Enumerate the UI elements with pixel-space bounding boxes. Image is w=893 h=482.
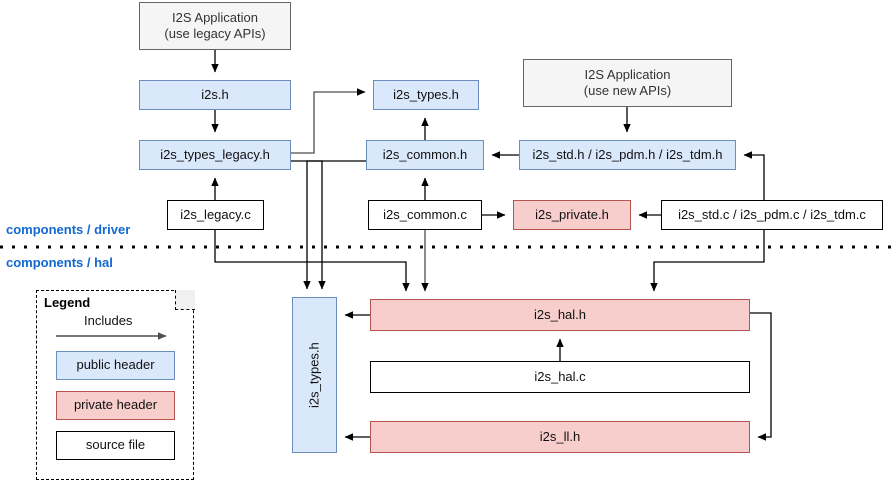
- node-i2s-hal-h-label: i2s_hal.h: [533, 306, 587, 322]
- node-i2s-types-h-top-label: i2s_types.h: [393, 86, 459, 102]
- node-i2s-types-h-top: i2s_types.h: [373, 80, 479, 110]
- node-i2s-hal-c: i2s_hal.c: [370, 361, 750, 393]
- node-i2s-common-h-label: i2s_common.h: [382, 146, 468, 162]
- node-i2s-types-legacy-h: i2s_types_legacy.h: [139, 140, 291, 170]
- node-i2s-hal-h: i2s_hal.h: [370, 299, 750, 331]
- node-i2s-ll-h-label: i2s_ll.h: [539, 428, 581, 444]
- node-i2s-private-h-label: i2s_private.h: [535, 206, 609, 222]
- node-app-new: I2S Application (use new APIs): [523, 59, 732, 107]
- edge-hal-h-to-ll-h: [750, 312, 772, 441]
- node-i2s-common-c-label: i2s_common.c: [383, 206, 467, 222]
- legend-swatch-private-header-label: private header: [73, 397, 158, 413]
- node-i2s-hal-c-label: i2s_hal.c: [534, 368, 586, 384]
- legend-swatch-private-header: private header: [56, 391, 175, 420]
- legend-swatch-source-file: source file: [56, 431, 175, 460]
- legend-swatch-source-file-label: source file: [85, 437, 146, 453]
- legend-arrow-label: Includes: [84, 313, 133, 328]
- legend-title: Legend: [44, 295, 91, 310]
- legend-arrow-icon: [56, 332, 167, 340]
- node-app-legacy-line1: I2S Application: [171, 9, 258, 25]
- edge-types-legacy-to-types-h-hal: [291, 160, 326, 290]
- node-i2s-types-legacy-h-label: i2s_types_legacy.h: [160, 146, 270, 162]
- legend-swatch-public-header-label: public header: [76, 357, 155, 373]
- node-app-legacy: I2S Application (use legacy APIs): [139, 2, 291, 50]
- legend-fold-corner: [175, 290, 195, 310]
- edge-std-c-to-std-h: [743, 151, 765, 200]
- node-i2s-std-c-label: i2s_std.c / i2s_pdm.c / i2s_tdm.c: [678, 206, 866, 222]
- edge-types-legacy-to-types-h: [291, 88, 366, 154]
- node-i2s-h-label: i2s.h: [201, 86, 229, 102]
- node-i2s-h: i2s.h: [139, 80, 291, 110]
- node-i2s-std-h-label: i2s_std.h / i2s_pdm.h / i2s_tdm.h: [532, 146, 723, 162]
- node-app-new-line1: I2S Application: [584, 66, 671, 82]
- node-i2s-private-h: i2s_private.h: [513, 200, 631, 230]
- node-i2s-types-h-hal-label: i2s_types.h: [306, 342, 322, 408]
- edge-std-c-to-hal-h: [650, 230, 765, 292]
- edge-common-h-to-types-h-hal: [303, 160, 366, 290]
- node-i2s-common-h: i2s_common.h: [366, 140, 484, 170]
- node-i2s-std-c: i2s_std.c / i2s_pdm.c / i2s_tdm.c: [661, 200, 883, 230]
- node-app-legacy-line2: (use legacy APIs): [164, 26, 266, 41]
- node-i2s-types-h-hal: i2s_types.h: [292, 297, 337, 453]
- node-i2s-ll-h: i2s_ll.h: [370, 421, 750, 453]
- node-i2s-legacy-c: i2s_legacy.c: [167, 200, 264, 230]
- node-i2s-legacy-c-label: i2s_legacy.c: [180, 206, 251, 222]
- node-app-new-line2: (use new APIs): [583, 83, 672, 98]
- layer-label-driver: components / driver: [6, 222, 131, 237]
- layer-label-hal: components / hal: [6, 255, 113, 270]
- node-i2s-std-h: i2s_std.h / i2s_pdm.h / i2s_tdm.h: [519, 140, 736, 170]
- node-i2s-common-c: i2s_common.c: [368, 200, 482, 230]
- legend-swatch-public-header: public header: [56, 351, 175, 380]
- edge-legacy-c-to-hal-h: [214, 230, 410, 292]
